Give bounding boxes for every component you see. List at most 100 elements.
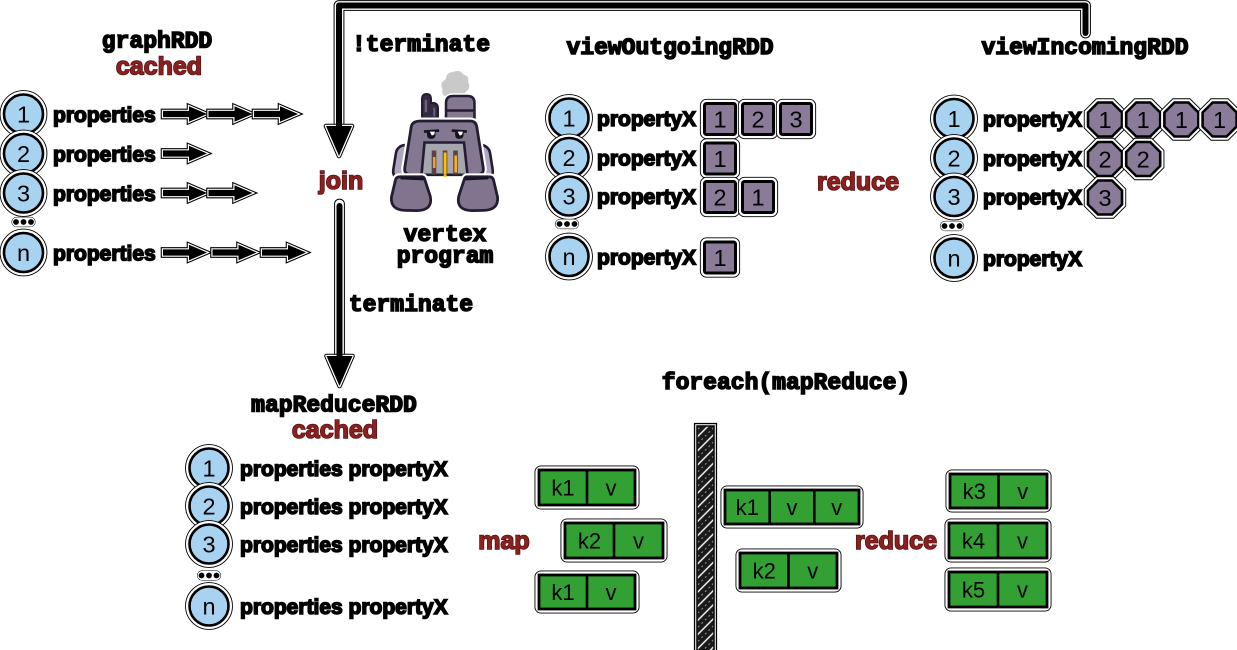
svg-text:mapReduceRDD: mapReduceRDD — [251, 393, 417, 419]
svg-text:n: n — [202, 593, 215, 619]
svg-text:graphRDD: graphRDD — [102, 29, 212, 55]
svg-text:1: 1 — [1175, 107, 1188, 133]
svg-text:program: program — [397, 244, 494, 270]
svg-text:graphRDD: graphRDD — [102, 29, 212, 55]
svg-text:properties propertyX: properties propertyX — [240, 496, 448, 519]
svg-text:3: 3 — [562, 183, 575, 209]
svg-text:properties propertyX: properties propertyX — [240, 596, 448, 619]
svg-text:v: v — [807, 558, 818, 583]
svg-text:reduce: reduce — [817, 168, 899, 196]
svg-text:propertyX: propertyX — [983, 187, 1082, 210]
svg-text:properties propertyX: properties propertyX — [240, 534, 448, 557]
svg-text:properties: properties — [53, 104, 156, 127]
svg-text:2: 2 — [947, 145, 960, 171]
svg-text:properties: properties — [53, 144, 156, 167]
svg-text:propertyX: propertyX — [983, 248, 1082, 271]
svg-text:k1: k1 — [551, 580, 574, 605]
svg-text:terminate: terminate — [349, 292, 473, 318]
svg-text:join: join — [318, 167, 363, 195]
svg-text:propertyX: propertyX — [597, 247, 696, 270]
svg-text:mapReduceRDD: mapReduceRDD — [251, 393, 417, 419]
svg-text:3: 3 — [947, 184, 960, 210]
svg-text:k4: k4 — [962, 528, 985, 553]
svg-text:cached: cached — [292, 416, 378, 444]
svg-text:v: v — [1017, 577, 1028, 602]
svg-text:propertyX: propertyX — [597, 108, 696, 131]
svg-text:map: map — [478, 527, 529, 555]
svg-text:vertex: vertex — [404, 222, 487, 248]
svg-text:1: 1 — [713, 245, 726, 271]
svg-text:v: v — [606, 475, 617, 500]
svg-text:reduce: reduce — [855, 527, 937, 555]
svg-text:n: n — [562, 244, 575, 270]
svg-text:k5: k5 — [962, 577, 985, 602]
svg-text:viewIncomingRDD: viewIncomingRDD — [981, 35, 1188, 61]
svg-text:viewIncomingRDD: viewIncomingRDD — [981, 35, 1188, 61]
svg-text:propertyX: propertyX — [597, 186, 696, 209]
svg-text:2: 2 — [1098, 146, 1111, 172]
svg-text:join: join — [318, 167, 363, 195]
svg-text:2: 2 — [713, 184, 726, 210]
svg-text:k1: k1 — [551, 475, 574, 500]
svg-text:3: 3 — [17, 180, 30, 206]
svg-text:propertyX: propertyX — [983, 148, 1082, 171]
svg-text:1: 1 — [17, 101, 30, 127]
svg-text:propertyX: propertyX — [597, 186, 696, 209]
svg-text:1: 1 — [751, 184, 764, 210]
svg-text:propertyX: propertyX — [983, 148, 1082, 171]
svg-text:1: 1 — [1098, 107, 1111, 133]
svg-text:1: 1 — [713, 146, 726, 172]
svg-text:propertyX: propertyX — [983, 109, 1082, 132]
svg-text:1: 1 — [1213, 107, 1226, 133]
svg-text:3: 3 — [202, 531, 215, 557]
svg-text:propertyX: propertyX — [597, 148, 696, 171]
svg-text:v: v — [1017, 479, 1028, 504]
svg-text:2: 2 — [17, 141, 30, 167]
svg-text:propertyX: propertyX — [597, 148, 696, 171]
svg-text:1: 1 — [202, 455, 215, 481]
svg-text:properties propertyX: properties propertyX — [240, 458, 448, 481]
svg-text:v: v — [1017, 528, 1028, 553]
svg-text:properties: properties — [53, 183, 156, 206]
svg-text:terminate: terminate — [349, 292, 473, 318]
svg-text:v: v — [787, 495, 798, 520]
svg-text:1: 1 — [1137, 107, 1150, 133]
svg-text:k2: k2 — [753, 558, 776, 583]
svg-text:k3: k3 — [963, 479, 986, 504]
svg-text:propertyX: propertyX — [597, 108, 696, 131]
svg-text:3: 3 — [789, 106, 802, 132]
svg-text:n: n — [17, 240, 30, 266]
svg-text:viewOutgoingRDD: viewOutgoingRDD — [566, 35, 773, 61]
svg-text:properties: properties — [53, 243, 156, 266]
svg-text:properties: properties — [53, 243, 156, 266]
svg-text:cached: cached — [116, 53, 202, 81]
svg-text:!terminate: !terminate — [352, 32, 490, 58]
svg-text:cached: cached — [292, 416, 378, 444]
svg-text:cached: cached — [116, 53, 202, 81]
svg-text:v: v — [606, 580, 617, 605]
svg-text:2: 2 — [751, 106, 764, 132]
svg-text:propertyX: propertyX — [597, 247, 696, 270]
svg-text:program: program — [397, 244, 494, 270]
svg-text:properties propertyX: properties propertyX — [240, 596, 448, 619]
svg-text:properties: properties — [53, 144, 156, 167]
svg-text:n: n — [947, 245, 960, 271]
svg-text:properties: properties — [53, 104, 156, 127]
svg-text:reduce: reduce — [817, 168, 899, 196]
svg-text:reduce: reduce — [855, 527, 937, 555]
svg-text:!terminate: !terminate — [352, 32, 490, 58]
svg-text:properties propertyX: properties propertyX — [240, 458, 448, 481]
svg-text:map: map — [478, 527, 529, 555]
svg-text:1: 1 — [947, 106, 960, 132]
svg-text:v: v — [831, 495, 842, 520]
svg-text:k2: k2 — [578, 528, 601, 553]
svg-text:vertex: vertex — [404, 222, 487, 248]
svg-text:viewOutgoingRDD: viewOutgoingRDD — [566, 35, 773, 61]
svg-text:propertyX: propertyX — [983, 248, 1082, 271]
svg-text:properties propertyX: properties propertyX — [240, 534, 448, 557]
svg-text:foreach(mapReduce): foreach(mapReduce) — [662, 370, 910, 396]
svg-text:properties: properties — [53, 183, 156, 206]
svg-text:2: 2 — [1137, 146, 1150, 172]
svg-text:propertyX: propertyX — [983, 187, 1082, 210]
svg-text:1: 1 — [562, 105, 575, 131]
